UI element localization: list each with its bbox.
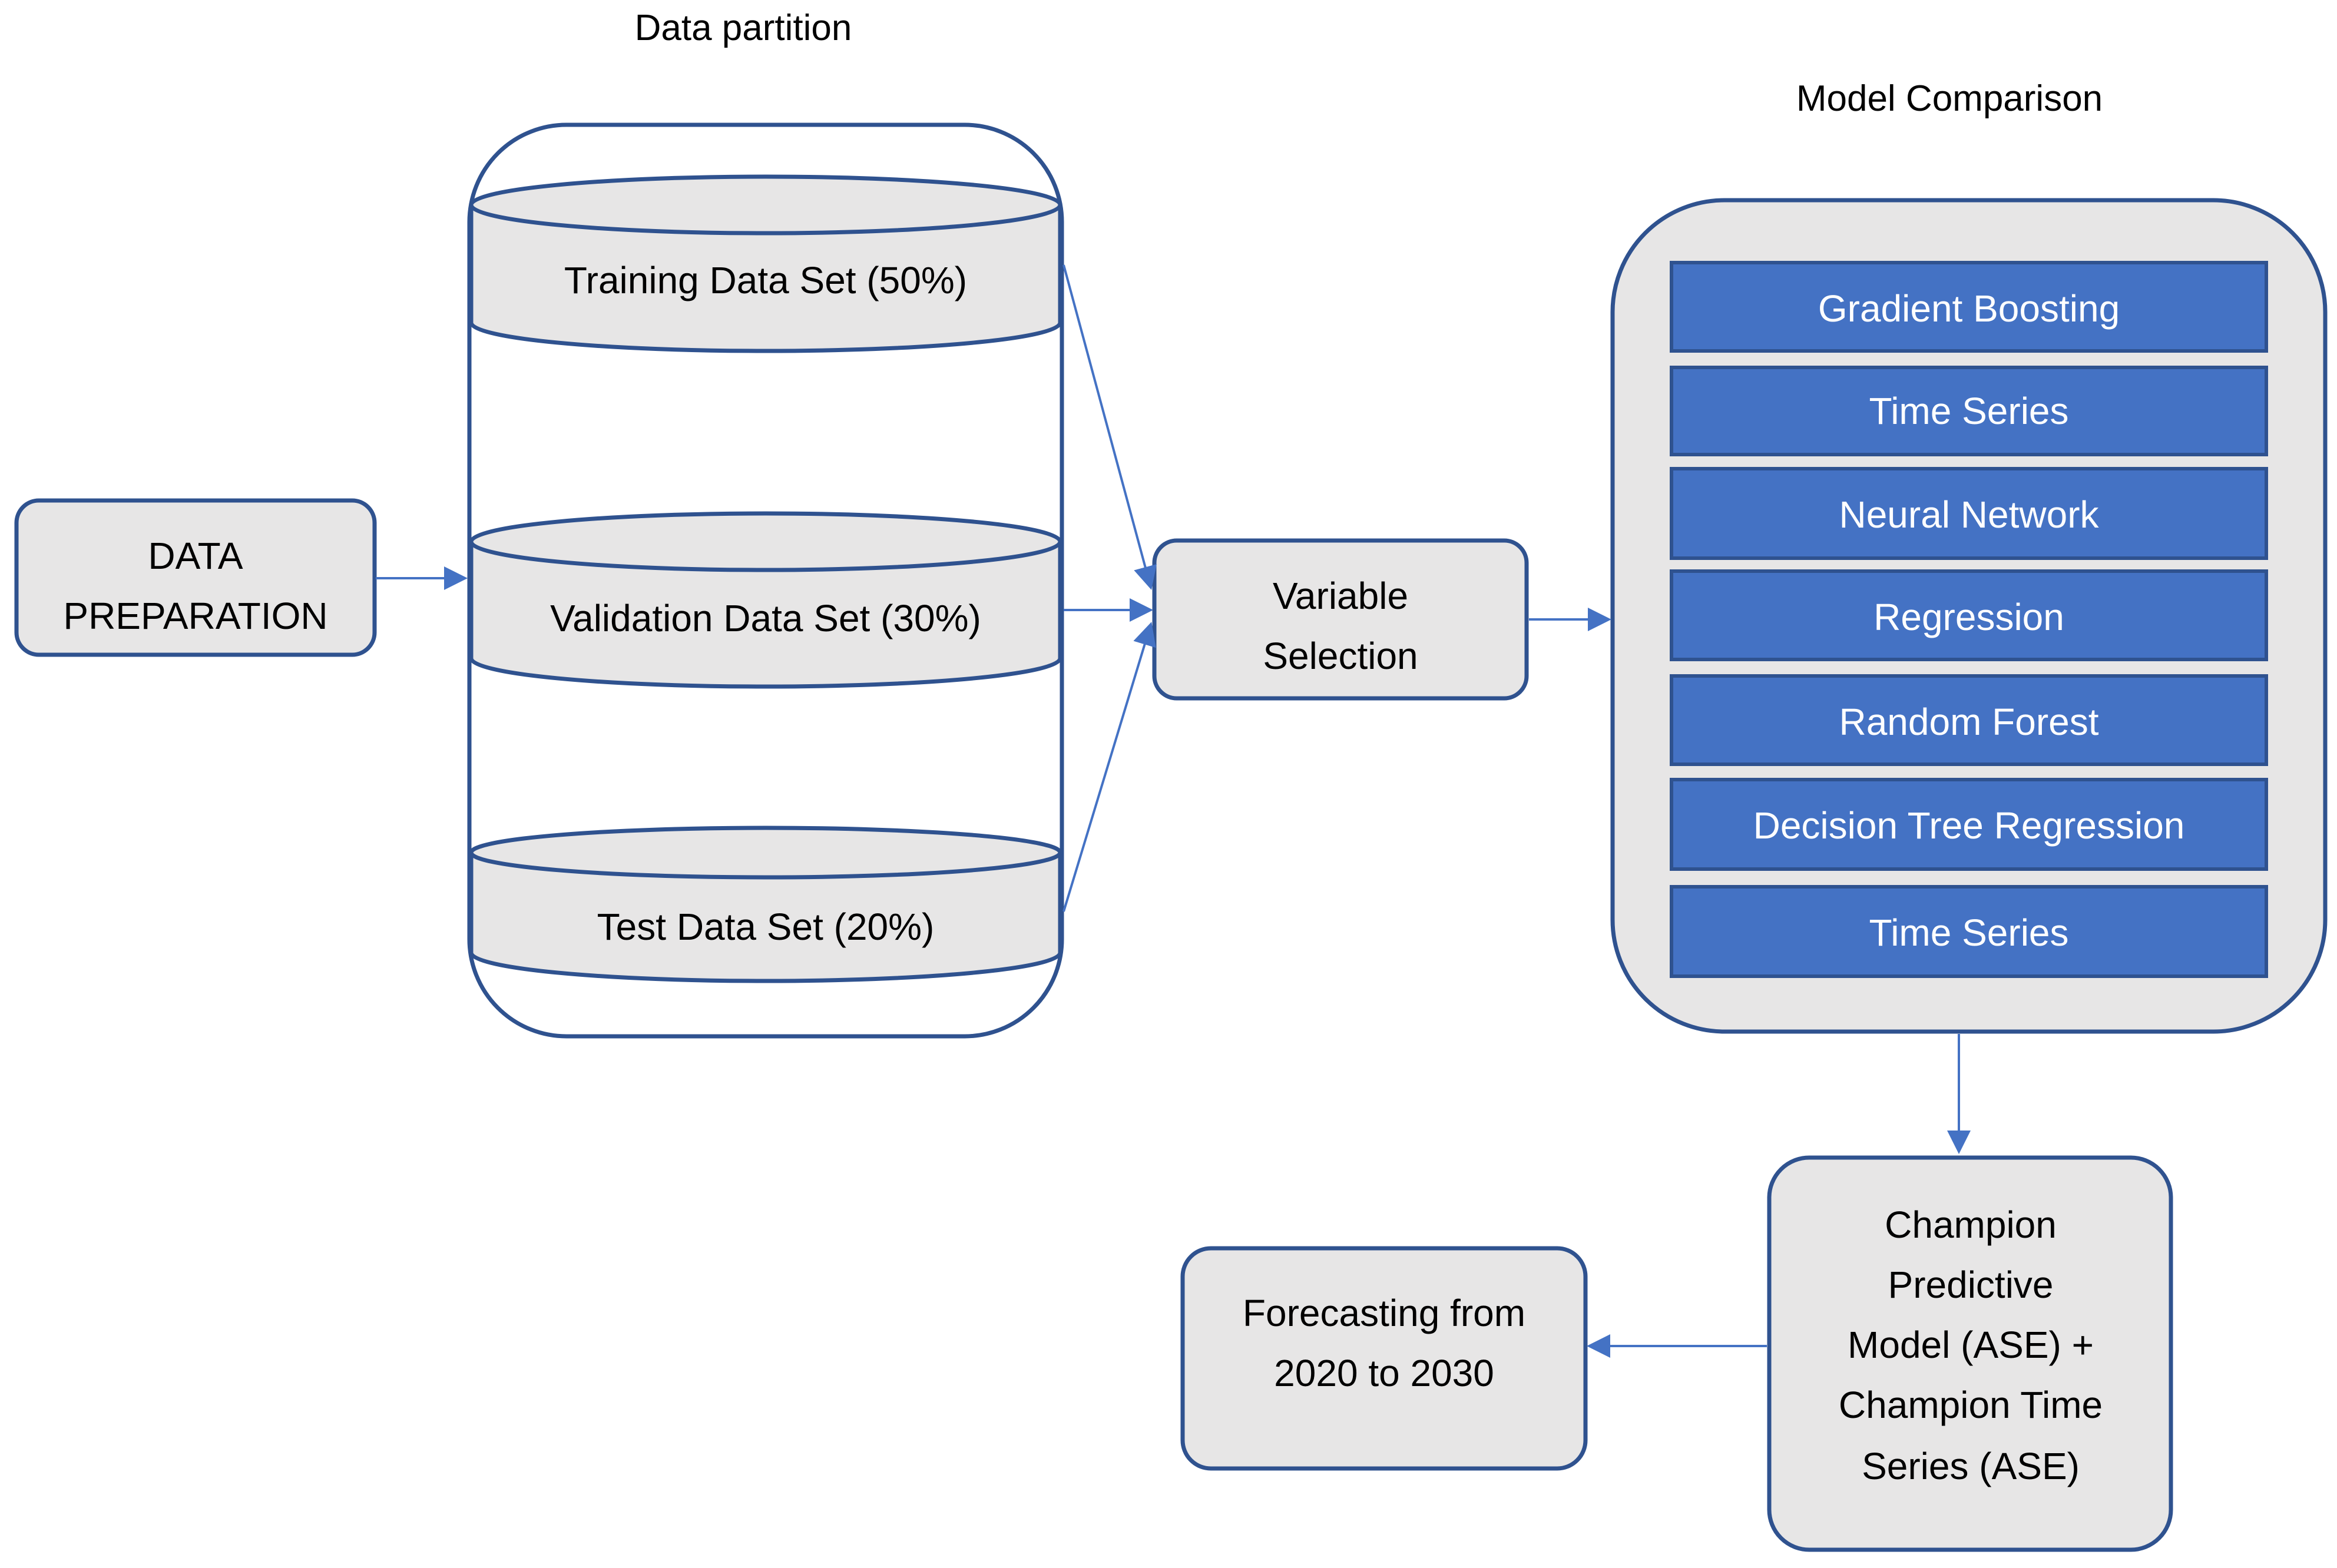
model-label: Time Series (1869, 390, 2068, 432)
model-time-series-2: Time Series (1670, 885, 2268, 978)
model-label: Regression (1873, 596, 2064, 638)
data-partition-title: Data partition (635, 8, 852, 48)
model-random-forest: Random Forest (1670, 674, 2268, 766)
data-preparation-box: DATA PREPARATION (14, 498, 377, 657)
training-data-cylinder: Training Data Set (50%) (469, 174, 1062, 353)
variable-selection-label-line1: Variable (1273, 575, 1408, 617)
champion-label-line5: Series (ASE) (1862, 1445, 2080, 1487)
model-comparison-title: Model Comparison (1796, 78, 2103, 119)
model-gradient-boosting: Gradient Boosting (1670, 261, 2268, 353)
forecasting-box: Forecasting from 2020 to 2030 (1180, 1246, 1588, 1471)
model-regression: Regression (1670, 569, 2268, 661)
test-data-cylinder: Test Data Set (20%) (469, 826, 1062, 983)
model-label: Gradient Boosting (1818, 287, 2120, 330)
model-label: Random Forest (1839, 701, 2098, 743)
model-time-series: Time Series (1670, 366, 2268, 456)
champion-model-box: Champion Predictive Model (ASE) + Champi… (1767, 1155, 2173, 1552)
arrow-training-to-selection (1062, 264, 1157, 590)
training-data-label: Training Data Set (50%) (564, 259, 967, 301)
model-decision-tree-regression: Decision Tree Regression (1670, 778, 2268, 871)
data-preparation-label-line2: PREPARATION (63, 595, 327, 637)
champion-label-line3: Model (ASE) + (1848, 1324, 2094, 1366)
data-preparation-label-line1: DATA (148, 535, 243, 577)
test-data-label: Test Data Set (20%) (597, 906, 935, 948)
model-label: Time Series (1869, 911, 2068, 954)
validation-data-label: Validation Data Set (30%) (550, 597, 981, 639)
forecasting-label-line2: 2020 to 2030 (1274, 1352, 1494, 1394)
champion-label-line2: Predictive (1888, 1264, 2054, 1306)
model-label: Decision Tree Regression (1753, 804, 2185, 847)
validation-data-cylinder: Validation Data Set (30%) (469, 511, 1062, 689)
variable-selection-box: Variable Selection (1152, 538, 1529, 701)
champion-label-line4: Champion Time (1839, 1384, 2103, 1426)
model-neural-network: Neural Network (1670, 467, 2268, 560)
model-label: Neural Network (1839, 493, 2099, 536)
arrow-test-to-selection (1062, 622, 1156, 912)
variable-selection-label-line2: Selection (1263, 635, 1418, 677)
champion-label-line1: Champion (1885, 1204, 2057, 1246)
forecasting-label-line1: Forecasting from (1243, 1292, 1525, 1334)
